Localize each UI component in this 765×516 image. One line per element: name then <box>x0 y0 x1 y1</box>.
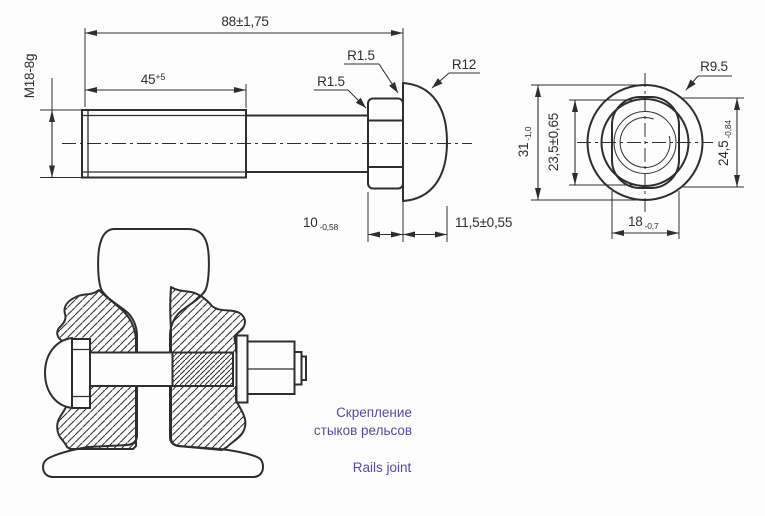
radius-head-text: R9.5 <box>700 59 728 74</box>
leader-radius-head: R9.5 <box>685 59 732 91</box>
joint-nut <box>246 340 296 395</box>
joint-bolt-head-dome <box>43 336 73 410</box>
dim-overall-text: 88±1,75 <box>221 14 268 29</box>
head-outline-circle <box>586 84 704 201</box>
joint-bolt-end-cap <box>293 351 303 386</box>
radius-head-dome-text: R12 <box>452 57 476 72</box>
dimension-thread-designation: M18-8g <box>22 54 84 178</box>
dim-oval-width-text: 18-0,7 <box>628 214 659 231</box>
joint-bolt-end-nub <box>300 355 307 381</box>
thread-designation-text: M18-8g <box>22 54 37 99</box>
dimension-neck-width: 10-0,58 <box>303 192 403 242</box>
dim-head-diameter-text: 31-1,0 <box>516 126 533 157</box>
dimension-head-diameter: 31-1,0 <box>516 84 642 201</box>
caption-ru-line1: Скрепление <box>336 405 412 420</box>
dimension-head-height: 11,5±0,55 <box>403 206 512 242</box>
caption-block: Скрепление стыков рельсов Rails joint <box>314 405 412 475</box>
bolt-end-view: R9.5 31-1,0 23,5±0,65 24,5-0,84 <box>516 59 744 239</box>
caption-en: Rails joint <box>353 460 412 475</box>
dimension-oval-width: 18-0,7 <box>611 191 680 239</box>
thread-section-outline <box>81 109 247 179</box>
caption-ru-line2: стыков рельсов <box>314 423 412 438</box>
bearing-circle <box>600 98 690 187</box>
thread-minor-arc <box>619 116 671 168</box>
dim-thread-length-text: 45+5 <box>141 72 166 87</box>
bolt-side-view: 88±1,75 45+5 M18-8g R1.5 R1.5 <box>22 14 512 242</box>
thread-major-circle <box>613 111 677 174</box>
dim-neck-width-text: 10-0,58 <box>303 215 338 232</box>
head-dome-profile <box>402 82 449 202</box>
dim-head-height-text: 11,5±0,55 <box>455 215 512 230</box>
leader-radius-head-dome: R12 <box>431 57 480 89</box>
leader-radius-neck-side: R1.5 <box>314 74 367 109</box>
joint-bolt-threaded-hatch <box>171 351 234 387</box>
dimension-oval-height: 24,5-0,84 <box>683 97 744 188</box>
oval-neck-end-outline <box>611 96 680 189</box>
dim-oval-height-text: 24,5-0,84 <box>716 120 733 166</box>
dimension-overall-length: 88±1,75 <box>84 14 403 107</box>
dim-bearing-circle-text: 23,5±0,65 <box>546 113 561 171</box>
joint-bolt-gap <box>233 352 237 386</box>
dimension-thread-length: 45+5 <box>85 72 247 108</box>
radius-neck-top-text: R1.5 <box>347 48 375 63</box>
radius-neck-side-text: R1.5 <box>317 74 345 89</box>
joint-washer <box>235 334 249 404</box>
joint-bolt-shank <box>89 351 174 387</box>
dimension-bearing-circle: 23,5±0,65 <box>546 99 640 186</box>
leader-radius-neck-top: R1.5 <box>344 48 399 94</box>
rail-joint-section-view <box>41 228 307 478</box>
